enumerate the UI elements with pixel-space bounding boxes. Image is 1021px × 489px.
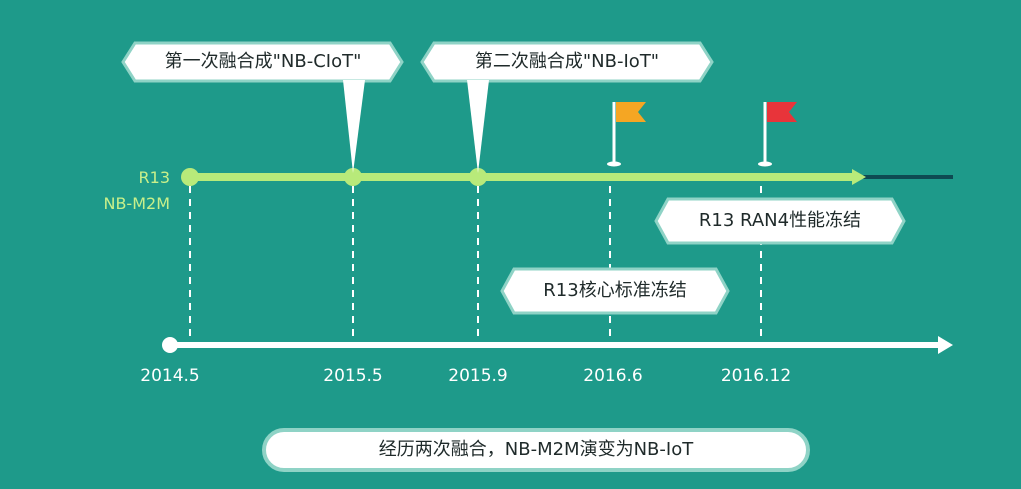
flag-base-2	[758, 161, 772, 167]
callout-pointer-1	[343, 80, 365, 173]
callout-bubble-2	[420, 41, 714, 83]
summary-pill: 经历两次融合，NB-M2M演变为NB-IoT	[262, 428, 810, 472]
flag-base-1	[607, 161, 621, 167]
date-label-2016-6: 2016.6	[583, 366, 643, 386]
flag-icon-red	[767, 102, 797, 122]
track-subname: NB-M2M	[103, 194, 170, 213]
flag-icon-orange	[616, 102, 646, 122]
date-label-2016-12: 2016.12	[720, 366, 792, 386]
callout-text-2: 第二次融合成"NB-IoT"	[474, 51, 660, 72]
callout-bubble-core	[500, 267, 730, 315]
date-label-2015-5: 2015.5	[323, 366, 383, 386]
track-node-2015-5	[344, 168, 362, 186]
track-node-2014-5	[181, 168, 199, 186]
track-arrowhead	[852, 169, 866, 185]
callout-text-1: 第一次融合成"NB-CIoT"	[164, 51, 362, 72]
time-axis-arrowhead	[938, 336, 953, 354]
callout-text-core: R13核心标准冻结	[543, 280, 687, 301]
callout-bubble-1	[121, 41, 404, 83]
callout-pointer-2	[467, 80, 489, 173]
track-name: R13	[138, 168, 170, 187]
callout-text-ran4: R13 RAN4性能冻结	[698, 210, 862, 231]
callout-bubble-ran4	[654, 197, 906, 245]
date-label-2014-5: 2014.5	[140, 366, 200, 386]
track-node-2015-9	[469, 168, 487, 186]
date-label-2015-9: 2015.9	[448, 366, 508, 386]
time-axis-start-dot	[162, 337, 178, 353]
